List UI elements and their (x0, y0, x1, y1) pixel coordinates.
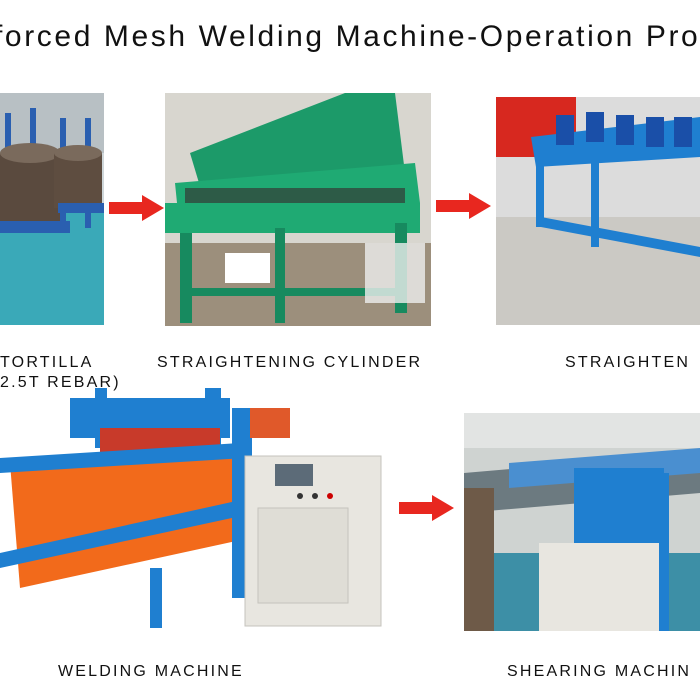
caption-straighten: STRAIGHTEN (565, 354, 691, 371)
shearing-machine-photo (464, 413, 700, 631)
caption-welding-machine: WELDING MACHINE (58, 663, 244, 680)
caption-shearing-machine: SHEARING MACHIN (507, 663, 692, 680)
right-arrow-icon (109, 195, 164, 221)
rebar-coil-photo (0, 93, 104, 325)
caption-tortilla: TORTILLA (0, 354, 94, 371)
page-title: forced Mesh Welding Machine-Operation Pr… (0, 20, 700, 53)
straightening-cylinder-photo (165, 93, 431, 326)
welding-machine-photo (0, 388, 384, 633)
right-arrow-icon (436, 193, 491, 219)
straightener-photo (496, 97, 700, 325)
caption-straightening-cylinder: STRAIGHTENING CYLINDER (157, 354, 423, 371)
caption-tortilla-rebar: 2.5T REBAR) (0, 374, 121, 391)
right-arrow-icon (399, 495, 454, 521)
